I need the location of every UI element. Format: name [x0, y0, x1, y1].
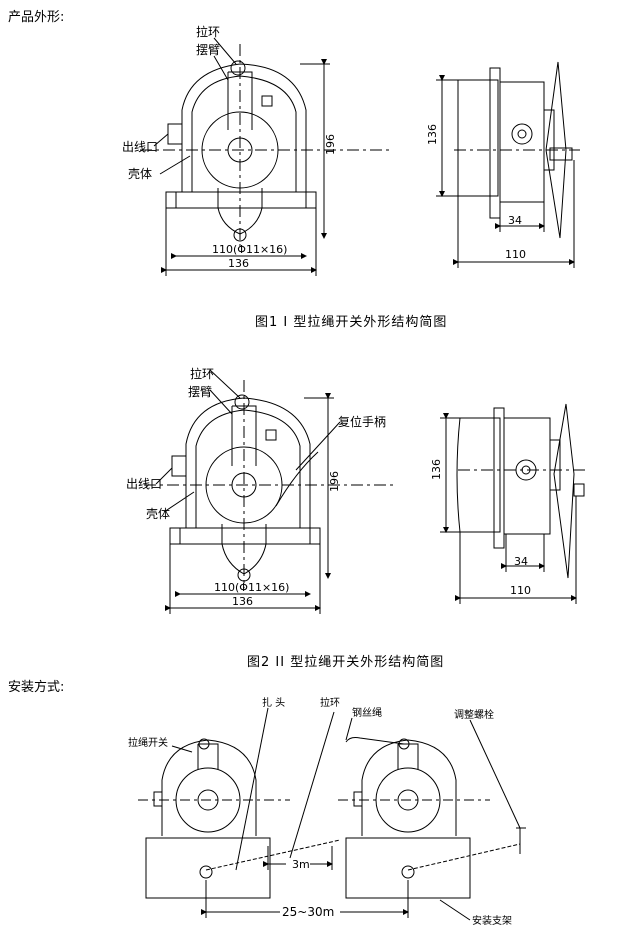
installation-labels: 拉绳开关 扎 头 拉环 钢丝绳 调整螺栓 3m 25~30m 安装支架	[128, 696, 512, 927]
figure2-side-view	[440, 403, 586, 604]
figure2-front-view	[144, 369, 394, 614]
figure1-front-labels: 拉环 摆臂 出线口 壳体 196 110(Φ11×16) 136	[122, 24, 337, 270]
figure2-dim-side-offset: 34	[514, 555, 528, 568]
section-title-appearance: 产品外形:	[8, 10, 65, 25]
install-label-switch: 拉绳开关	[128, 736, 168, 749]
figure1-side-labels: 136 34 110	[426, 124, 526, 261]
install-label-wire: 钢丝绳	[352, 706, 382, 719]
figure1-dim-side-offset: 34	[508, 214, 522, 227]
section-title-installation: 安装方式:	[8, 680, 65, 695]
figure2-label-ring: 拉环	[190, 366, 214, 381]
figure2-dim-height: 196	[328, 471, 341, 492]
install-label-ring: 拉环	[320, 696, 340, 709]
figure2-side-labels: 136 34 110	[430, 459, 531, 597]
figure2-front-labels: 拉环 摆臂 复位手柄 出线口 壳体 196 110(Φ11×16) 136	[126, 366, 386, 608]
figure1-dim-width: 136	[228, 257, 249, 270]
figure2-label-arm: 摆臂	[188, 385, 212, 399]
install-label-bracket: 安装支架	[472, 914, 512, 927]
figure1-side-view	[436, 61, 580, 268]
install-label-tie: 扎 头	[262, 696, 285, 709]
figure1-label-ring: 拉环	[196, 24, 220, 39]
figure1-dim-height: 196	[324, 134, 337, 155]
figure2-dim-width: 136	[232, 595, 253, 608]
figure1-label-outlet: 出线口	[122, 140, 158, 154]
figure1-dim-hole: 110(Φ11×16)	[212, 243, 287, 256]
figure1-front-view	[140, 37, 390, 276]
figure2-dim-side-width: 110	[510, 584, 531, 597]
figure2-caption: 图2 II 型拉绳开关外形结构简图	[247, 655, 445, 670]
install-label-distance: 25~30m	[282, 905, 334, 919]
figure1-label-shell: 壳体	[128, 167, 152, 181]
figure2-dim-side-height: 136	[430, 459, 443, 480]
figure1-dim-side-width: 110	[505, 248, 526, 261]
installation-diagram	[138, 707, 526, 921]
install-label-span: 3m	[292, 858, 310, 871]
figure2-label-outlet: 出线口	[126, 477, 162, 491]
figure2-label-reset: 复位手柄	[338, 414, 386, 429]
figure1-dim-side-height: 136	[426, 124, 439, 145]
figure2-label-shell: 壳体	[146, 507, 170, 521]
figure1-caption: 图1 I 型拉绳开关外形结构简图	[255, 315, 448, 330]
figure1-label-arm: 摆臂	[196, 43, 220, 57]
install-label-screw: 调整螺栓	[454, 708, 494, 721]
figure2-dim-hole: 110(Φ11×16)	[214, 581, 289, 594]
